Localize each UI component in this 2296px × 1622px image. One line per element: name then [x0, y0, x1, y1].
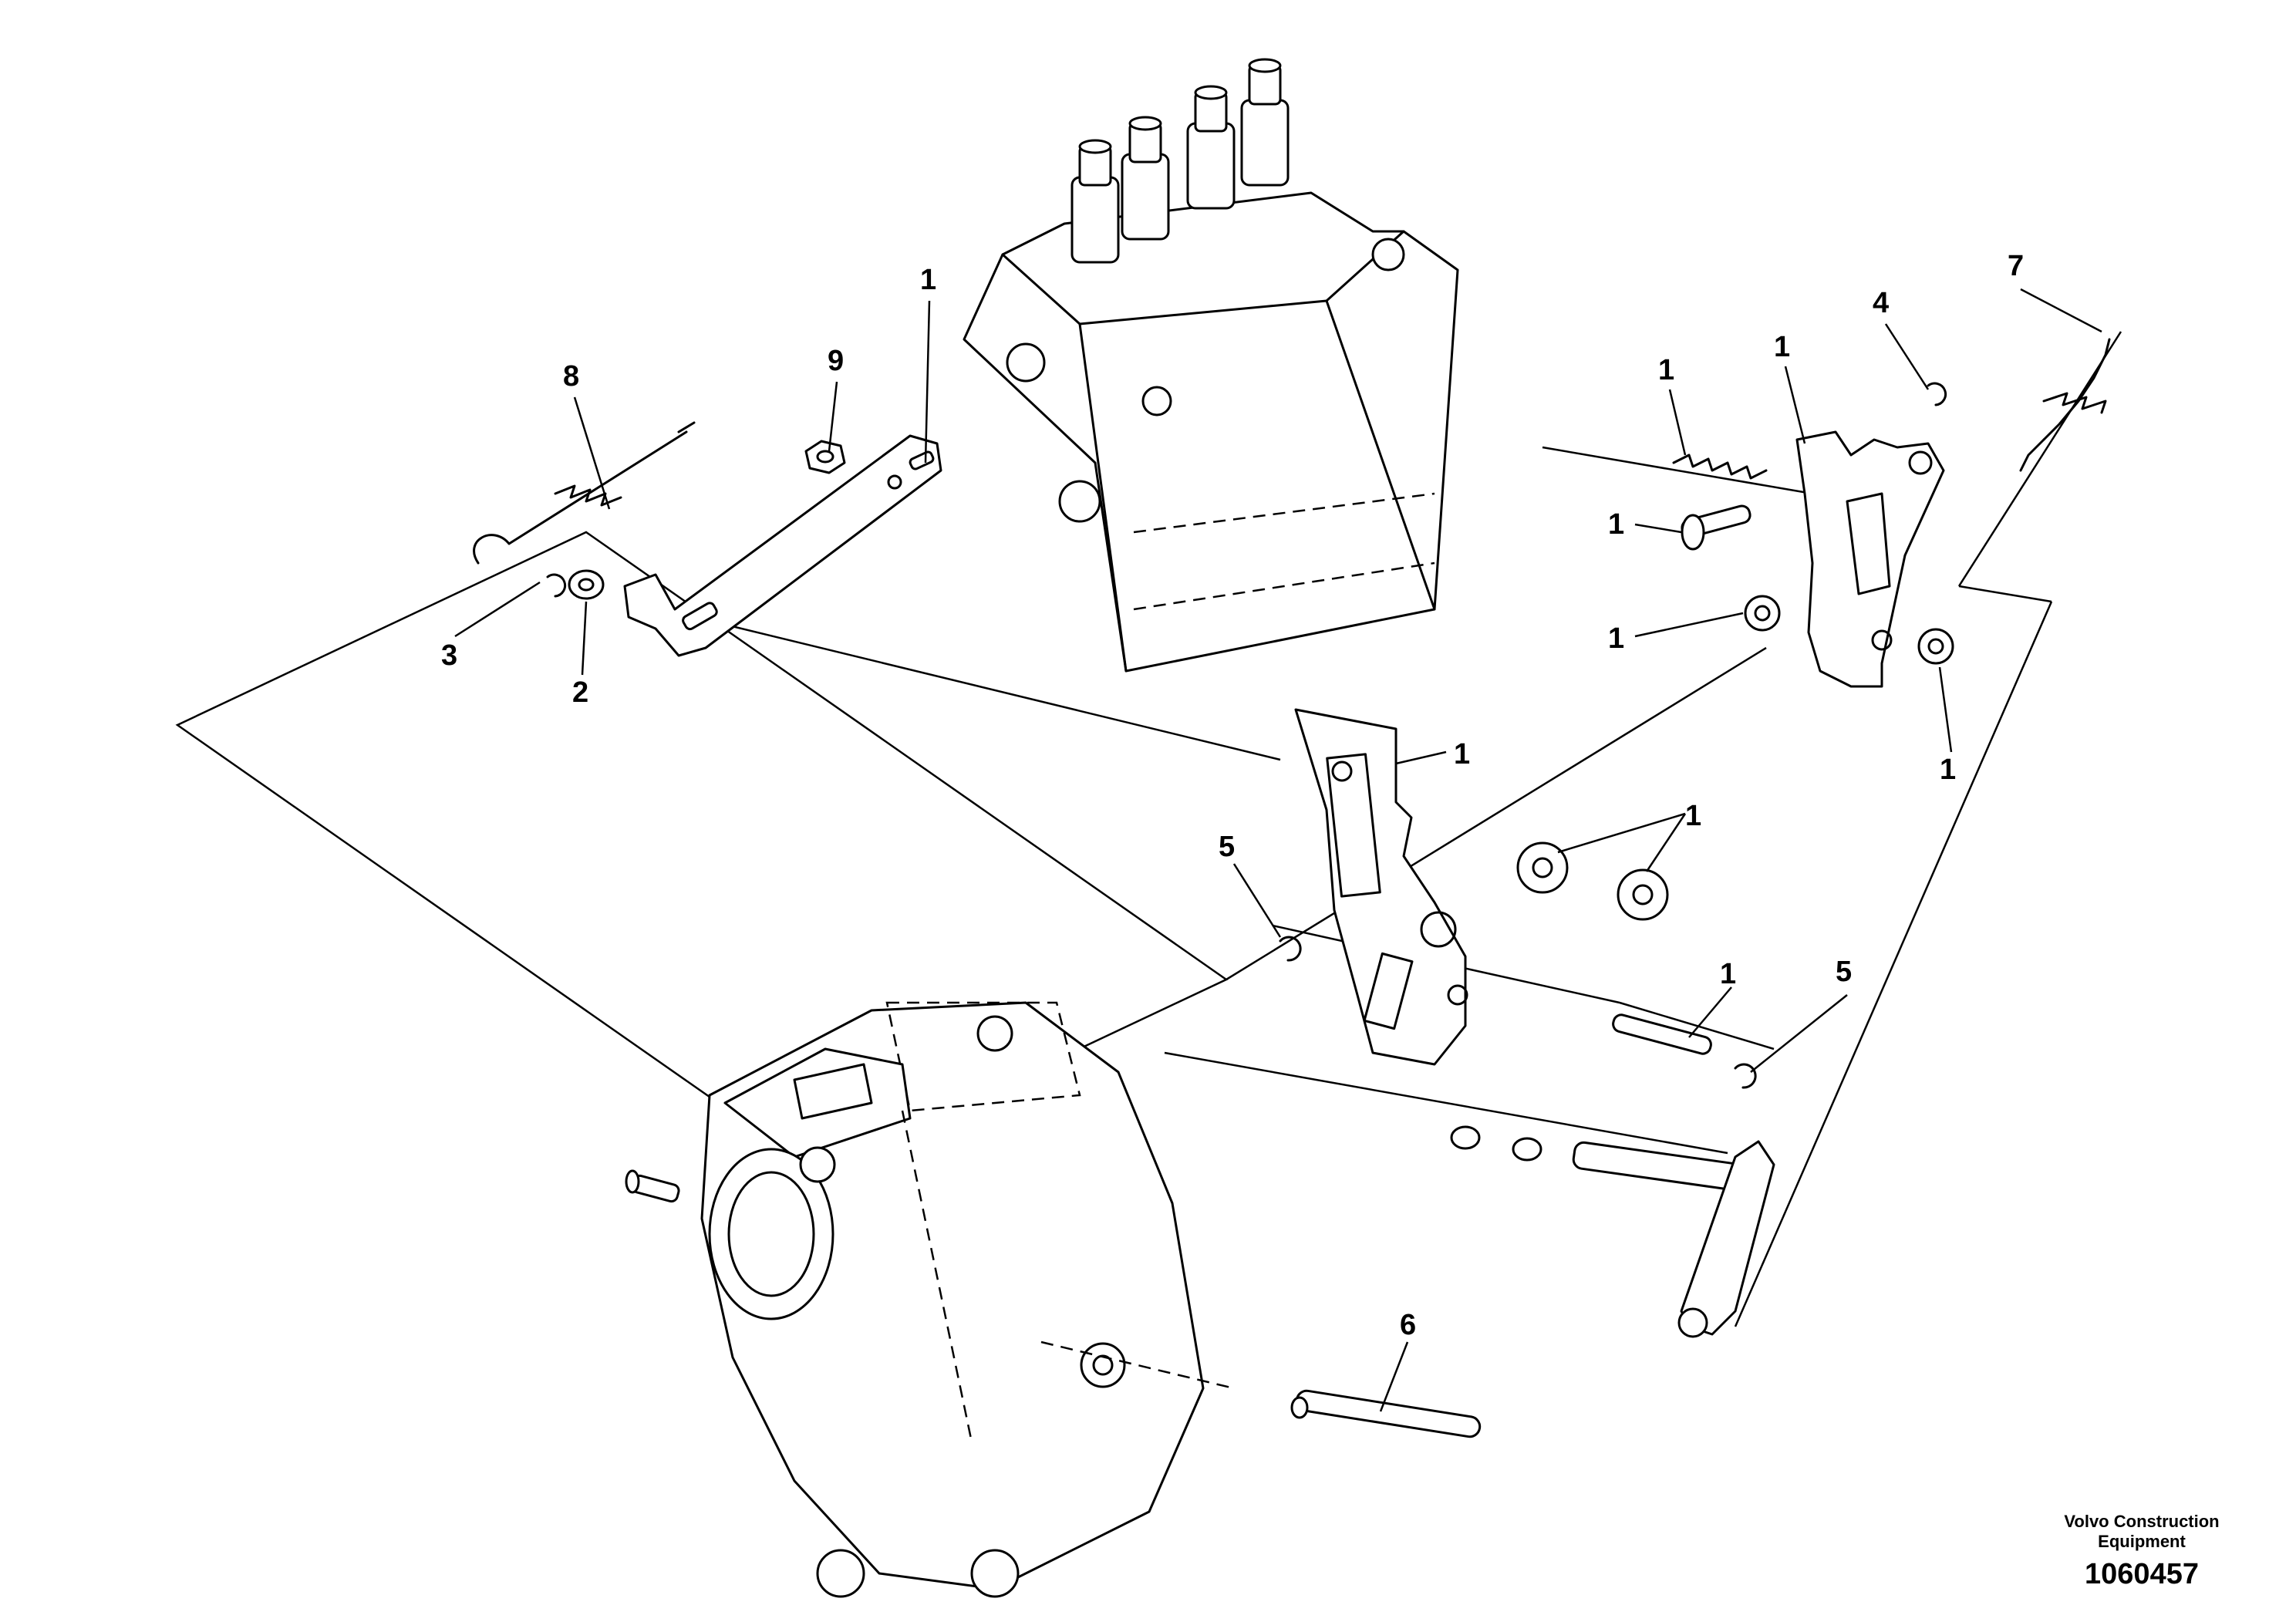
washer-2	[568, 569, 605, 600]
callout-bush-right: 1	[1940, 754, 1956, 786]
control-lever	[623, 434, 942, 657]
spring-pin-8	[473, 421, 696, 565]
bushing-pair	[1516, 841, 1669, 921]
governor-shaft	[1450, 1125, 1775, 1338]
callout-clip-right: 4	[1873, 287, 1889, 319]
callout-clip-shaft: 5	[1836, 956, 1852, 988]
gear-housing	[700, 1001, 1235, 1598]
bushing-right	[1917, 628, 1954, 665]
callout-spring-right: 1	[1658, 354, 1674, 386]
small-stud	[625, 1169, 680, 1203]
callout-clip-mid: 5	[1219, 831, 1235, 863]
callout-shaft-pin: 1	[1720, 958, 1736, 990]
bushing-left	[1744, 595, 1781, 632]
callout-clip-left: 3	[441, 639, 457, 672]
governor-bracket	[1795, 430, 1945, 688]
injection-pump	[963, 58, 1459, 673]
callout-pin-right: 1	[1608, 508, 1624, 541]
clip-5-mid	[1279, 936, 1302, 962]
clip-3	[546, 573, 567, 598]
callout-rod-bottom: 6	[1400, 1309, 1416, 1341]
callout-bush-pair: 1	[1685, 800, 1701, 832]
center-plate	[1294, 708, 1468, 1066]
nut-9	[804, 440, 846, 474]
callout-washer-left: 2	[572, 676, 588, 709]
leader-lines	[454, 288, 2102, 1412]
clip-5-shaft	[1734, 1063, 1757, 1089]
callout-nut: 9	[828, 345, 844, 377]
company-name-line1: Volvo Construction	[2064, 1512, 2220, 1531]
callout-spring-left: 8	[563, 360, 579, 393]
assembly-lines	[175, 331, 2122, 1327]
callout-top-lever: 1	[920, 264, 936, 296]
drawing-number: 1060457	[2085, 1558, 2199, 1590]
shaft-pin-1	[1612, 1013, 1712, 1055]
clip-4	[1927, 382, 1947, 406]
callout-bracket-top: 1	[1774, 331, 1790, 363]
callout-plate: 1	[1454, 738, 1470, 771]
callout-bush-left: 1	[1608, 622, 1624, 655]
drawing-credit: Volvo Construction Equipment 1060457	[2026, 1512, 2257, 1591]
spring-1	[1672, 454, 1768, 480]
pin-1	[1681, 504, 1752, 551]
callout-link-rod: 7	[2008, 250, 2024, 282]
callout-numbers: 1 8 9 3 2 1 1 4 7 1 1 1 1 1 5 1 5 6	[441, 250, 2024, 1341]
rod-6	[1290, 1389, 1482, 1438]
delivery-valves	[1070, 58, 1290, 264]
link-rod-7	[2019, 338, 2111, 472]
company-name-line2: Equipment	[2098, 1532, 2186, 1551]
